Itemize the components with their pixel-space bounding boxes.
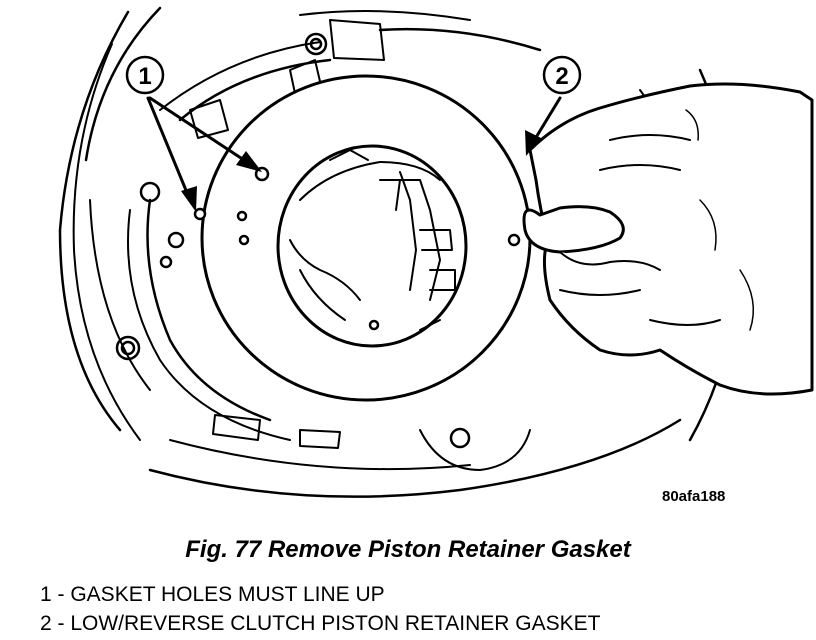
figure-code: 80afa188: [662, 488, 726, 505]
callout-1-number: 1: [138, 63, 151, 90]
callout-1-arrowhead-a: [236, 151, 262, 172]
callout-1-leader-a: [148, 96, 252, 166]
callout-2-number: 2: [555, 63, 568, 90]
callout-1: 1: [125, 55, 262, 212]
legend-item-2: 2 - LOW/REVERSE CLUTCH PISTON RETAINER G…: [40, 612, 601, 635]
callout-1-leader-b: [146, 96, 192, 202]
legend: 1 - GASKET HOLES MUST LINE UP 2 - LOW/RE…: [40, 580, 601, 638]
legend-item-1: 1 - GASKET HOLES MUST LINE UP: [40, 583, 385, 606]
callout-1-arrowhead-b: [181, 186, 197, 212]
hand: [522, 82, 814, 396]
illustration: 1 2: [58, 6, 814, 498]
figure-caption: Fig. 77 Remove Piston Retainer Gasket: [185, 536, 631, 563]
clutch-retainer: [115, 19, 531, 471]
callout-2: 2: [525, 55, 582, 156]
piston-retainer-gasket: [193, 74, 532, 402]
clutch-pack: [289, 149, 456, 331]
callout-2-arrowhead: [525, 130, 541, 156]
